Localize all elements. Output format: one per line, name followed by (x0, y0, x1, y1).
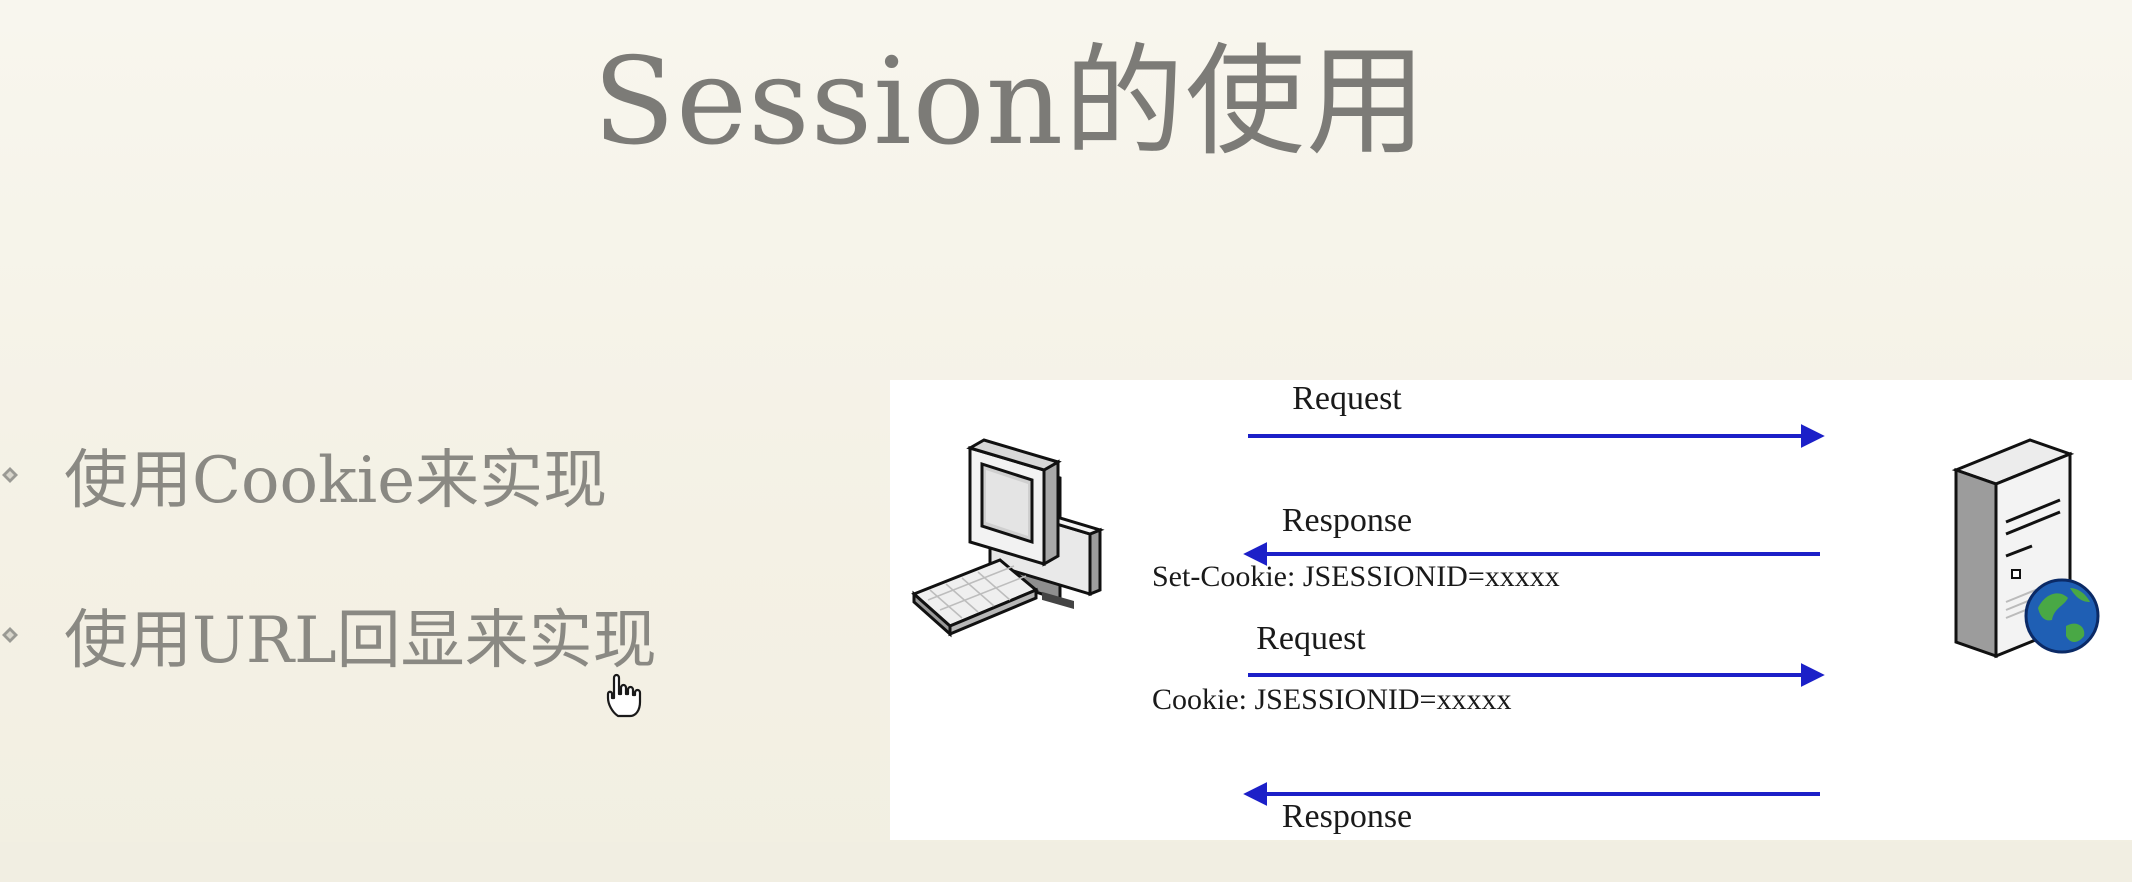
diamond-bullet-icon (0, 463, 22, 487)
slide-title: Session的使用 (592, 33, 1428, 172)
diamond-bullet-icon (0, 623, 22, 647)
message-label: Response (1281, 502, 1413, 539)
slide-bottom-strip (0, 842, 2132, 882)
message-label: Request (1292, 380, 1402, 417)
hand-pointer-icon (604, 672, 648, 724)
message-detail: Cookie: JSESSIONID=xxxxx (1152, 683, 1512, 716)
bullet-item: 使用Cookie来实现 (0, 430, 607, 520)
message-detail: Set-Cookie: JSESSIONID=xxxxx (1152, 560, 1560, 593)
bullet-item: 使用URL回显来实现 (0, 590, 657, 680)
web-server-icon (1920, 430, 2120, 674)
message-label-clip: Response (1086, 798, 1608, 840)
session-diagram: Request Response Set-Cookie: JSESSIONID=… (890, 380, 2132, 840)
desktop-computer-icon (910, 430, 1110, 654)
message-label: Request (1256, 620, 1366, 657)
message-label: Response (1281, 798, 1413, 835)
bullet-label: 使用Cookie来实现 (64, 444, 608, 518)
bullet-label: 使用URL回显来实现 (64, 604, 657, 678)
message-arrows (1243, 424, 1825, 806)
